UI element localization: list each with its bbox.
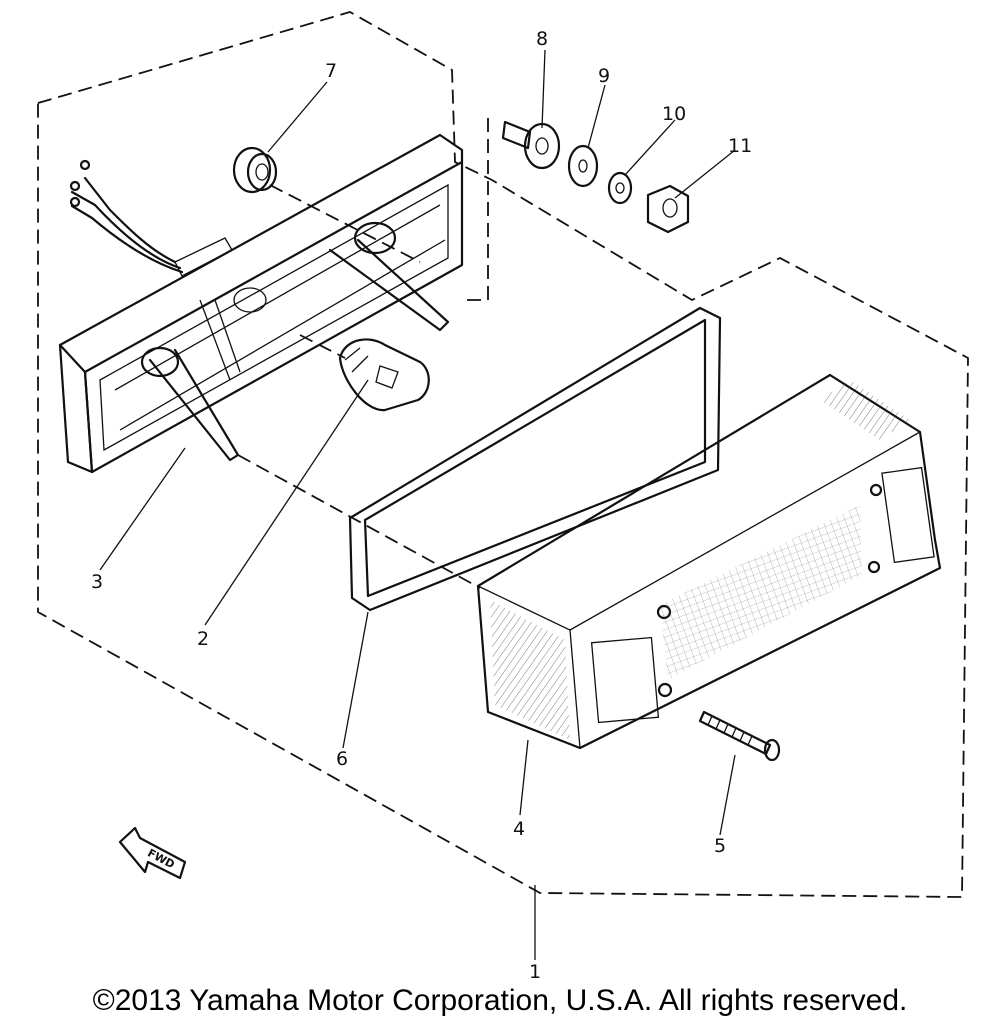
callout-3: 3: [91, 571, 103, 593]
callout-2: 2: [197, 628, 209, 650]
lamp-housing: [58, 133, 464, 474]
projection-lines: [237, 184, 481, 589]
callout-9: 9: [598, 65, 610, 87]
assembly-boundary: [37, 11, 969, 898]
screw: [698, 710, 781, 762]
callout-8: 8: [536, 28, 548, 50]
grommet: [232, 146, 278, 194]
lens: [476, 373, 942, 750]
bulb: [338, 338, 430, 412]
fastener-set: [501, 120, 690, 234]
callout-1: 1: [529, 961, 541, 983]
hardware-boundary: [460, 118, 489, 301]
callout-7: 7: [325, 60, 337, 82]
callout-4: 4: [513, 818, 525, 840]
callout-11: 11: [728, 135, 752, 157]
gasket: [348, 306, 722, 612]
copyright-notice: ©2013 Yamaha Motor Corporation, U.S.A. A…: [92, 984, 908, 1017]
callout-10: 10: [662, 103, 686, 125]
leader-lines: [99, 49, 736, 960]
forward-arrow-icon: FWD: [118, 826, 187, 880]
callout-5: 5: [714, 835, 726, 857]
callout-6: 6: [336, 748, 348, 770]
